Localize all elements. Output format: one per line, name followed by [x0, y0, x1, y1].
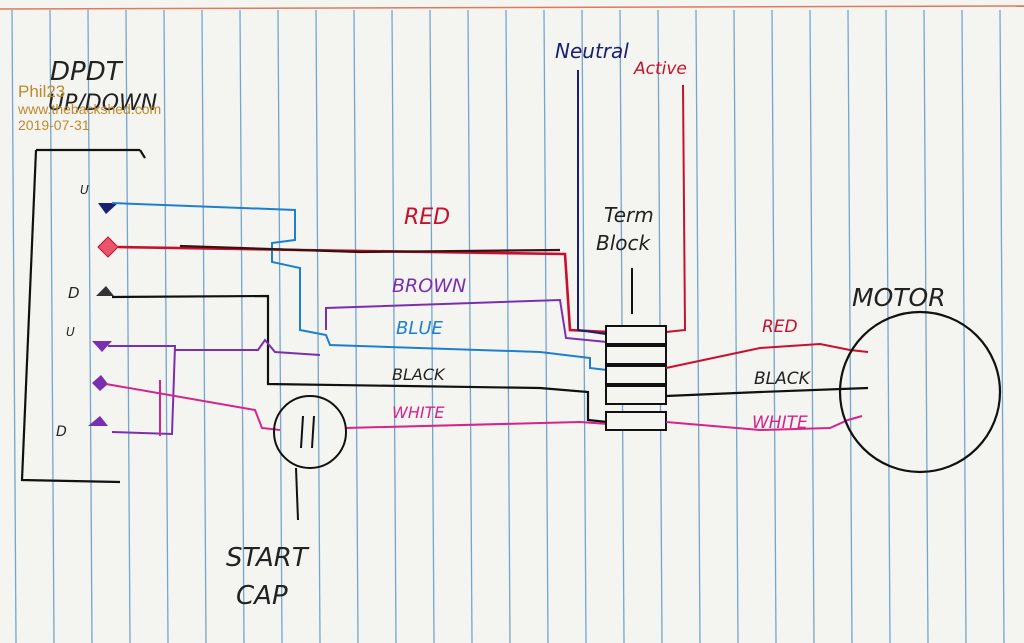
watermark-user: Phil23: [18, 82, 66, 101]
terminal-red: [97, 236, 119, 258]
label-cap: CAP: [236, 581, 288, 611]
notebook-rule: [353, 9, 359, 643]
motor-wire-red: [665, 342, 869, 369]
label-term: Term: [604, 203, 654, 227]
motor-wire-black: [665, 386, 869, 398]
watermark-date: 2019-07-31: [18, 117, 90, 133]
terminal-u1: [98, 203, 118, 214]
notebook-rule: [429, 9, 435, 643]
notebook-rule: [923, 9, 929, 643]
terminal-block: [605, 268, 667, 431]
watermark: Phil23 www.thebackshed.com 2019-07-31: [18, 82, 161, 133]
wire-blue: [111, 202, 608, 371]
notebook-rule: [11, 9, 17, 643]
motor-label: MOTOR: [852, 283, 946, 312]
wire-label-brown: BROWN: [392, 275, 466, 297]
motor-wire-label-white: WHITE: [752, 413, 808, 433]
terminal-mid: [92, 375, 108, 391]
wire-black-red-overlay: [179, 244, 561, 254]
notebook-rule: [961, 9, 967, 643]
motor-wire-label-black: BLACK: [754, 369, 812, 389]
switch-mark-d2: D: [56, 424, 67, 440]
notebook-rule: [695, 9, 701, 643]
margin-line: [0, 5, 1024, 10]
wire-black: [111, 294, 608, 424]
wire-label-blue: BLUE: [396, 318, 444, 339]
wire-neutral: [577, 70, 607, 335]
label-active: Active: [633, 59, 687, 79]
wire-white: [105, 380, 609, 436]
notebook-rule: [999, 9, 1005, 643]
notebook-rule: [847, 9, 853, 643]
wire-label-red: RED: [404, 205, 450, 230]
wire-active: [665, 84, 687, 333]
notebook-rule: [543, 9, 549, 643]
start-capacitor: [273, 395, 347, 521]
label-start: START: [226, 543, 310, 573]
label-up-down: UP/DOWN: [48, 91, 157, 116]
switch-mark-d1: D: [68, 284, 80, 302]
motor-wire-white: [665, 415, 863, 432]
terminal-u2: [92, 341, 112, 352]
terminal-d1: [96, 286, 114, 296]
notebook-rule: [277, 9, 283, 643]
dpdt-switch: [20, 148, 146, 484]
watermark-site: www.thebackshed.com: [18, 101, 162, 117]
label-dpdt: DPDT: [50, 57, 124, 87]
wire-label-white: WHITE: [392, 403, 445, 422]
notebook-rule: [125, 9, 131, 643]
notebook-rule: [315, 9, 321, 643]
notebook-rule: [239, 9, 245, 643]
switch-terminals: [88, 203, 119, 426]
terminal-d2: [88, 416, 108, 426]
wire-brown: [325, 298, 608, 343]
notebook-rule: [733, 9, 739, 643]
notebook-rule: [505, 9, 511, 643]
notebook-rule: [467, 9, 473, 643]
wire-label-black: BLACK: [392, 365, 446, 384]
switch-mark-u2: U: [66, 325, 75, 339]
notebook-rule: [391, 9, 397, 643]
notebook-rule: [809, 9, 815, 643]
notebook-rule: [201, 9, 207, 643]
notebook-rule: [581, 9, 587, 643]
wire-purple-switch: [108, 338, 321, 436]
notebook-rule: [885, 9, 891, 643]
label-neutral: Neutral: [555, 39, 629, 63]
motor-circle: [838, 310, 1002, 474]
wire-red: [117, 245, 609, 334]
switch-mark-u1: U: [80, 183, 89, 197]
notebook-rule: [771, 9, 777, 643]
notebook-rule: [49, 9, 55, 643]
notebook-rule: [163, 9, 169, 643]
motor-wire-label-red: RED: [762, 317, 798, 337]
notebook-rule: [87, 9, 93, 643]
label-block: Block: [596, 231, 652, 255]
